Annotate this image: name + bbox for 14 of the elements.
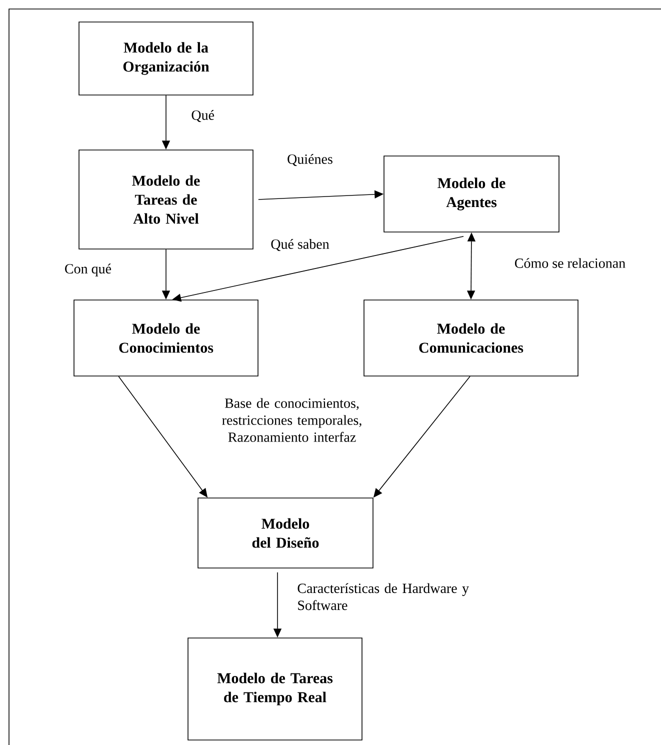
model-box: Modelo de Comunicaciones bbox=[364, 300, 578, 376]
model-box: Modelo de Tareas de Alto Nivel bbox=[78, 150, 254, 250]
model-box: Modelo de la Organización bbox=[78, 22, 254, 96]
edge-label: Quiénes bbox=[286, 153, 334, 167]
model-box: Modelo del Diseño bbox=[198, 498, 374, 568]
model-box: Modelo de Agentes bbox=[384, 156, 560, 232]
edge-label: Qué bbox=[190, 109, 216, 123]
edge-label: Qué saben bbox=[270, 238, 330, 252]
edge-label: Cómo se relacionan bbox=[513, 257, 627, 269]
model-box: Modelo de Conocimientos bbox=[74, 300, 258, 376]
annotation-text: Base de conocimientos, restricciones temporales, Razonamiento interfaz bbox=[222, 398, 362, 442]
model-box: Modelo de Tareas de Tiempo Real bbox=[188, 638, 362, 740]
edge-label: Características de Hardware y Software bbox=[296, 582, 474, 612]
edge-label: Con qué bbox=[63, 262, 113, 278]
